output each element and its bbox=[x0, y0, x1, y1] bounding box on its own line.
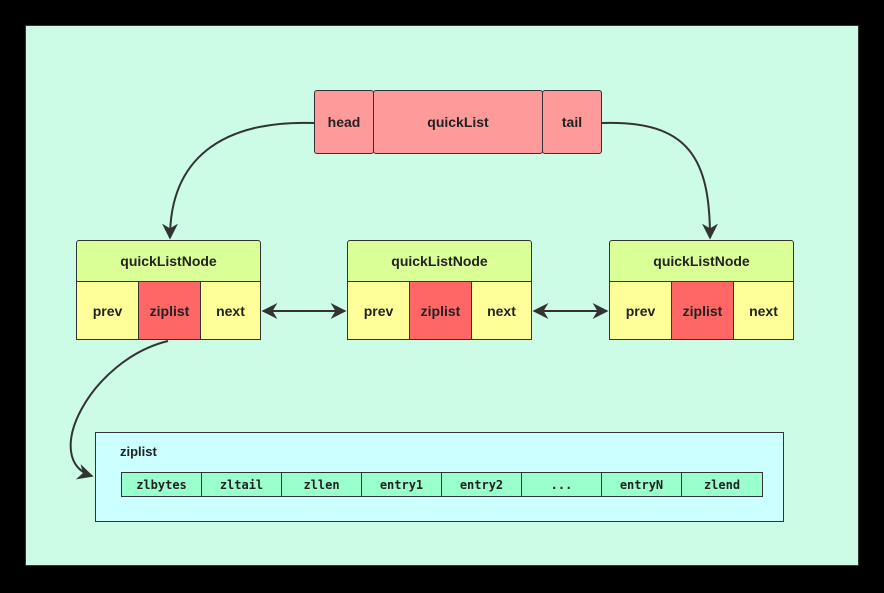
ziplist-field-entry2: entry2 bbox=[441, 472, 522, 497]
node-1-title: quickListNode bbox=[76, 240, 261, 282]
ziplist-field-zllen: zllen bbox=[281, 472, 362, 497]
quicklist-name: quickList bbox=[373, 90, 543, 154]
node-3-prev: prev bbox=[609, 281, 672, 340]
node-1-ziplist: ziplist bbox=[138, 281, 201, 340]
node-3-next: next bbox=[733, 281, 794, 340]
node-1-next: next bbox=[200, 281, 261, 340]
node-2-prev: prev bbox=[347, 281, 410, 340]
node-2-title: quickListNode bbox=[347, 240, 532, 282]
ziplist-title: ziplist bbox=[120, 444, 157, 459]
ziplist-field-zlend: zlend bbox=[681, 472, 763, 497]
node-3-ziplist: ziplist bbox=[671, 281, 734, 340]
node-1-prev: prev bbox=[76, 281, 139, 340]
node-2-next: next bbox=[471, 281, 532, 340]
quicklist-head: head bbox=[314, 90, 374, 154]
node-2-ziplist: ziplist bbox=[409, 281, 472, 340]
ziplist-field-entry1: entry1 bbox=[361, 472, 442, 497]
ziplist-field-zlbytes: zlbytes bbox=[121, 472, 202, 497]
ziplist-field-entryN: entryN bbox=[601, 472, 682, 497]
node-3-title: quickListNode bbox=[609, 240, 794, 282]
quicklist-tail: tail bbox=[542, 90, 602, 154]
ziplist-field-zltail: zltail bbox=[201, 472, 282, 497]
ziplist-field-ellipsis: ... bbox=[521, 472, 602, 497]
